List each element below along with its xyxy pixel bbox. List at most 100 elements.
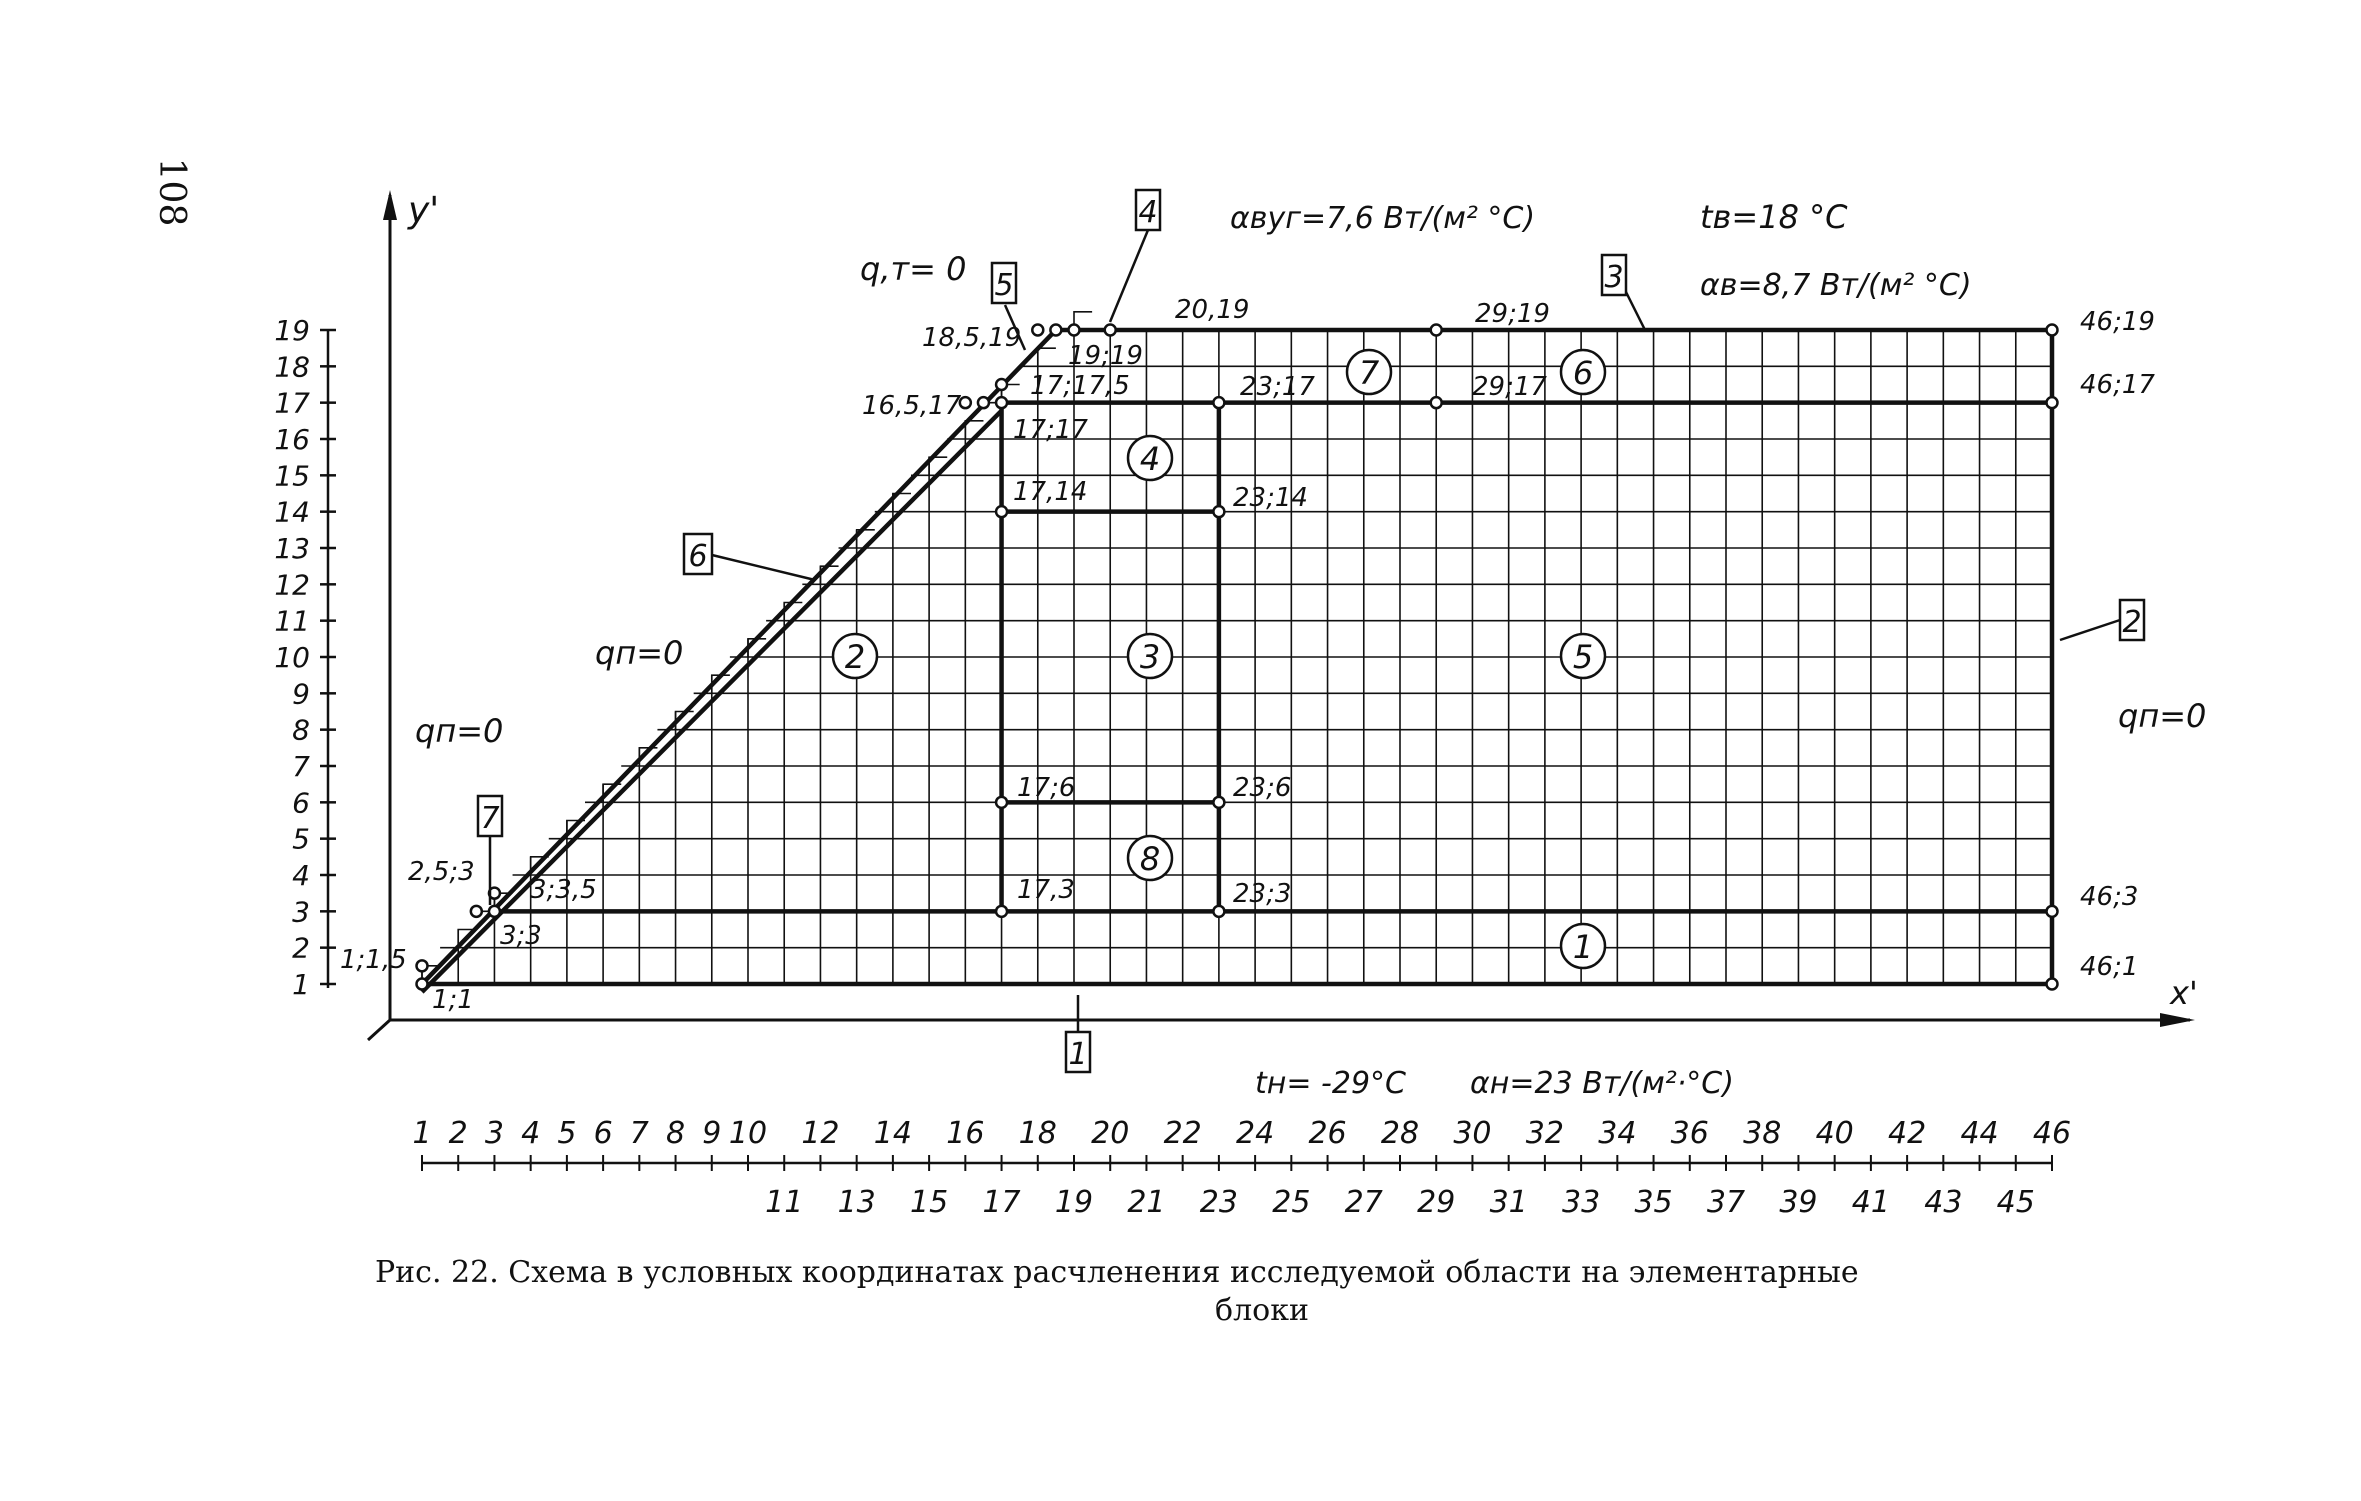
boundary-2-marker: 2 [2059, 598, 2146, 642]
y-tick-label: 14 [274, 496, 310, 529]
x-tick-label-bottom: 13 [838, 1185, 876, 1220]
axes: y' x' [366, 190, 2198, 1042]
node-label-46-17: 46;17 [2080, 370, 2155, 400]
x-tick-label-bottom: 23 [1200, 1185, 1238, 1220]
y-tick-label: 15 [274, 459, 310, 492]
boundary-1-label: 1 [1068, 1037, 1087, 1072]
x-tick-label-top: 20 [1091, 1116, 1129, 1151]
node-label-3-3: 3;3 [500, 921, 542, 951]
node-label-23-3: 23;3 [1233, 879, 1291, 909]
node-label-46-3: 46;3 [2080, 882, 2138, 912]
y-tick-label: 10 [274, 641, 310, 674]
x-tick-label-bottom: 37 [1707, 1185, 1745, 1220]
grid-node [2045, 904, 2059, 919]
node-label-20-19: 20,19 [1175, 295, 1249, 325]
node-label-17-14: 17,14 [1013, 477, 1087, 507]
y-tick-label: 3 [292, 895, 310, 928]
grid-node [1429, 323, 1443, 337]
x-tick-label-bottom: 39 [1779, 1185, 1817, 1220]
x-tick-label-top: 42 [1888, 1116, 1926, 1151]
block-8-label: 8 [1140, 840, 1160, 878]
y-axis-label: y' [407, 190, 439, 231]
x-tick-label-bottom: 27 [1345, 1185, 1383, 1220]
alpha-vug-condition: αвуг=7,6 Вт/(м² °С) [1230, 201, 1535, 236]
block-3-marker: 3 [1126, 632, 1174, 680]
block-3-label: 3 [1140, 638, 1160, 676]
x-tick-label-bottom: 25 [1272, 1185, 1310, 1220]
grid-node [994, 504, 1009, 519]
grid-node [994, 904, 1009, 919]
grid-node [994, 395, 1009, 410]
y-tick-label: 5 [292, 823, 310, 856]
y-tick-label: 17 [274, 387, 310, 420]
y-tick-label: 6 [292, 786, 310, 819]
grid-node [994, 795, 1009, 810]
x-tick-label-top: 1 [412, 1116, 431, 1151]
grid-node [1212, 504, 1226, 519]
figure-caption-line-2: блоки [1215, 1293, 1309, 1328]
x-axis-label: x' [2169, 974, 2198, 1012]
node-labels: 1;1 1;1,5 2,5;3 3;3,5 3;3 16,5,17 17;17,… [340, 295, 2155, 1015]
x-tick-label-top: 12 [801, 1116, 839, 1151]
node-label-1-1: 1;1 [432, 985, 474, 1015]
grid-node [469, 904, 484, 919]
q-n-left-condition: qп=0 [415, 712, 503, 750]
y-tick-label: 9 [292, 677, 310, 710]
node-label-29-19: 29;19 [1475, 299, 1550, 329]
x-tick-label-top: 5 [557, 1116, 576, 1151]
figure-caption-line-1: Рис. 22. Схема в условных координатах ра… [375, 1255, 1859, 1290]
node-label-3-3-5: 3;3,5 [530, 875, 597, 905]
x-tick-label-bottom: 17 [982, 1185, 1020, 1220]
node-label-17-17: 17;17 [1013, 415, 1088, 445]
boundary-3-label: 3 [1604, 260, 1623, 295]
x-tick-label-top: 2 [449, 1116, 468, 1151]
x-tick-label-top: 22 [1164, 1116, 1202, 1151]
page-number: 108 [151, 158, 192, 227]
y-tick-label: 19 [274, 314, 310, 347]
y-axis-arrow-icon [383, 190, 397, 220]
boundary-5-marker: 5 [990, 261, 1027, 351]
x-tick-label-top: 16 [946, 1116, 984, 1151]
x-tick-label-bottom: 41 [1852, 1185, 1890, 1220]
boundary-2-label: 2 [2122, 605, 2141, 640]
x-tick-label-top: 8 [666, 1116, 685, 1151]
node-label-19-19: 19;19 [1068, 341, 1143, 371]
x-tick-label-bottom: 19 [1055, 1185, 1093, 1220]
block-2-marker: 2 [831, 632, 879, 680]
node-label-29-17: 29;17 [1472, 372, 1547, 402]
grid-node [1429, 395, 1443, 410]
x-tick-label-top: 3 [485, 1116, 504, 1151]
boundary-4-label: 4 [1138, 195, 1157, 230]
x-tick-label-top: 6 [594, 1116, 613, 1151]
x-tick-label-top: 32 [1526, 1116, 1564, 1151]
boundary-3-marker: 3 [1600, 253, 1647, 331]
x-tick-label-top: 4 [521, 1116, 540, 1151]
x-tick-label-bottom: 11 [765, 1185, 803, 1220]
t-v-condition: tв=18 °С [1700, 198, 1848, 236]
grid-node [2045, 323, 2059, 337]
y-tick-label: 7 [292, 750, 310, 783]
block-markers: 1 2 3 4 5 6 7 8 [831, 348, 1607, 970]
q-n-diagonal-condition: qп=0 [595, 634, 683, 672]
y-tick-label: 1 [292, 968, 310, 1001]
grid-node [1031, 323, 1045, 337]
x-tick-label-top: 26 [1308, 1116, 1346, 1151]
block-6-label: 6 [1573, 354, 1593, 392]
alpha-n-condition: αн=23 Вт/(м²·°С) [1470, 1066, 1734, 1101]
node-label-16-5-17: 16,5,17 [862, 391, 962, 421]
y-tick-label: 16 [274, 423, 310, 456]
boundary-conditions: q,т= 0 αвуг=7,6 Вт/(м² °С) tв=18 °С αв=8… [415, 198, 2206, 1101]
block-5-marker: 5 [1559, 632, 1607, 680]
y-tick-label: 18 [274, 350, 310, 383]
x-tick-label-bottom: 43 [1924, 1185, 1962, 1220]
grid-node [1212, 904, 1226, 919]
x-tick-label-top: 10 [729, 1116, 767, 1151]
block-1-marker: 1 [1559, 922, 1607, 970]
t-n-condition: tн= -29°С [1255, 1066, 1406, 1101]
boundary-6-marker: 6 [682, 532, 816, 582]
x-tick-label-top: 44 [1960, 1116, 1998, 1151]
boundary-1-marker: 1 [1064, 995, 1092, 1074]
x-tick-label-top: 18 [1019, 1116, 1057, 1151]
